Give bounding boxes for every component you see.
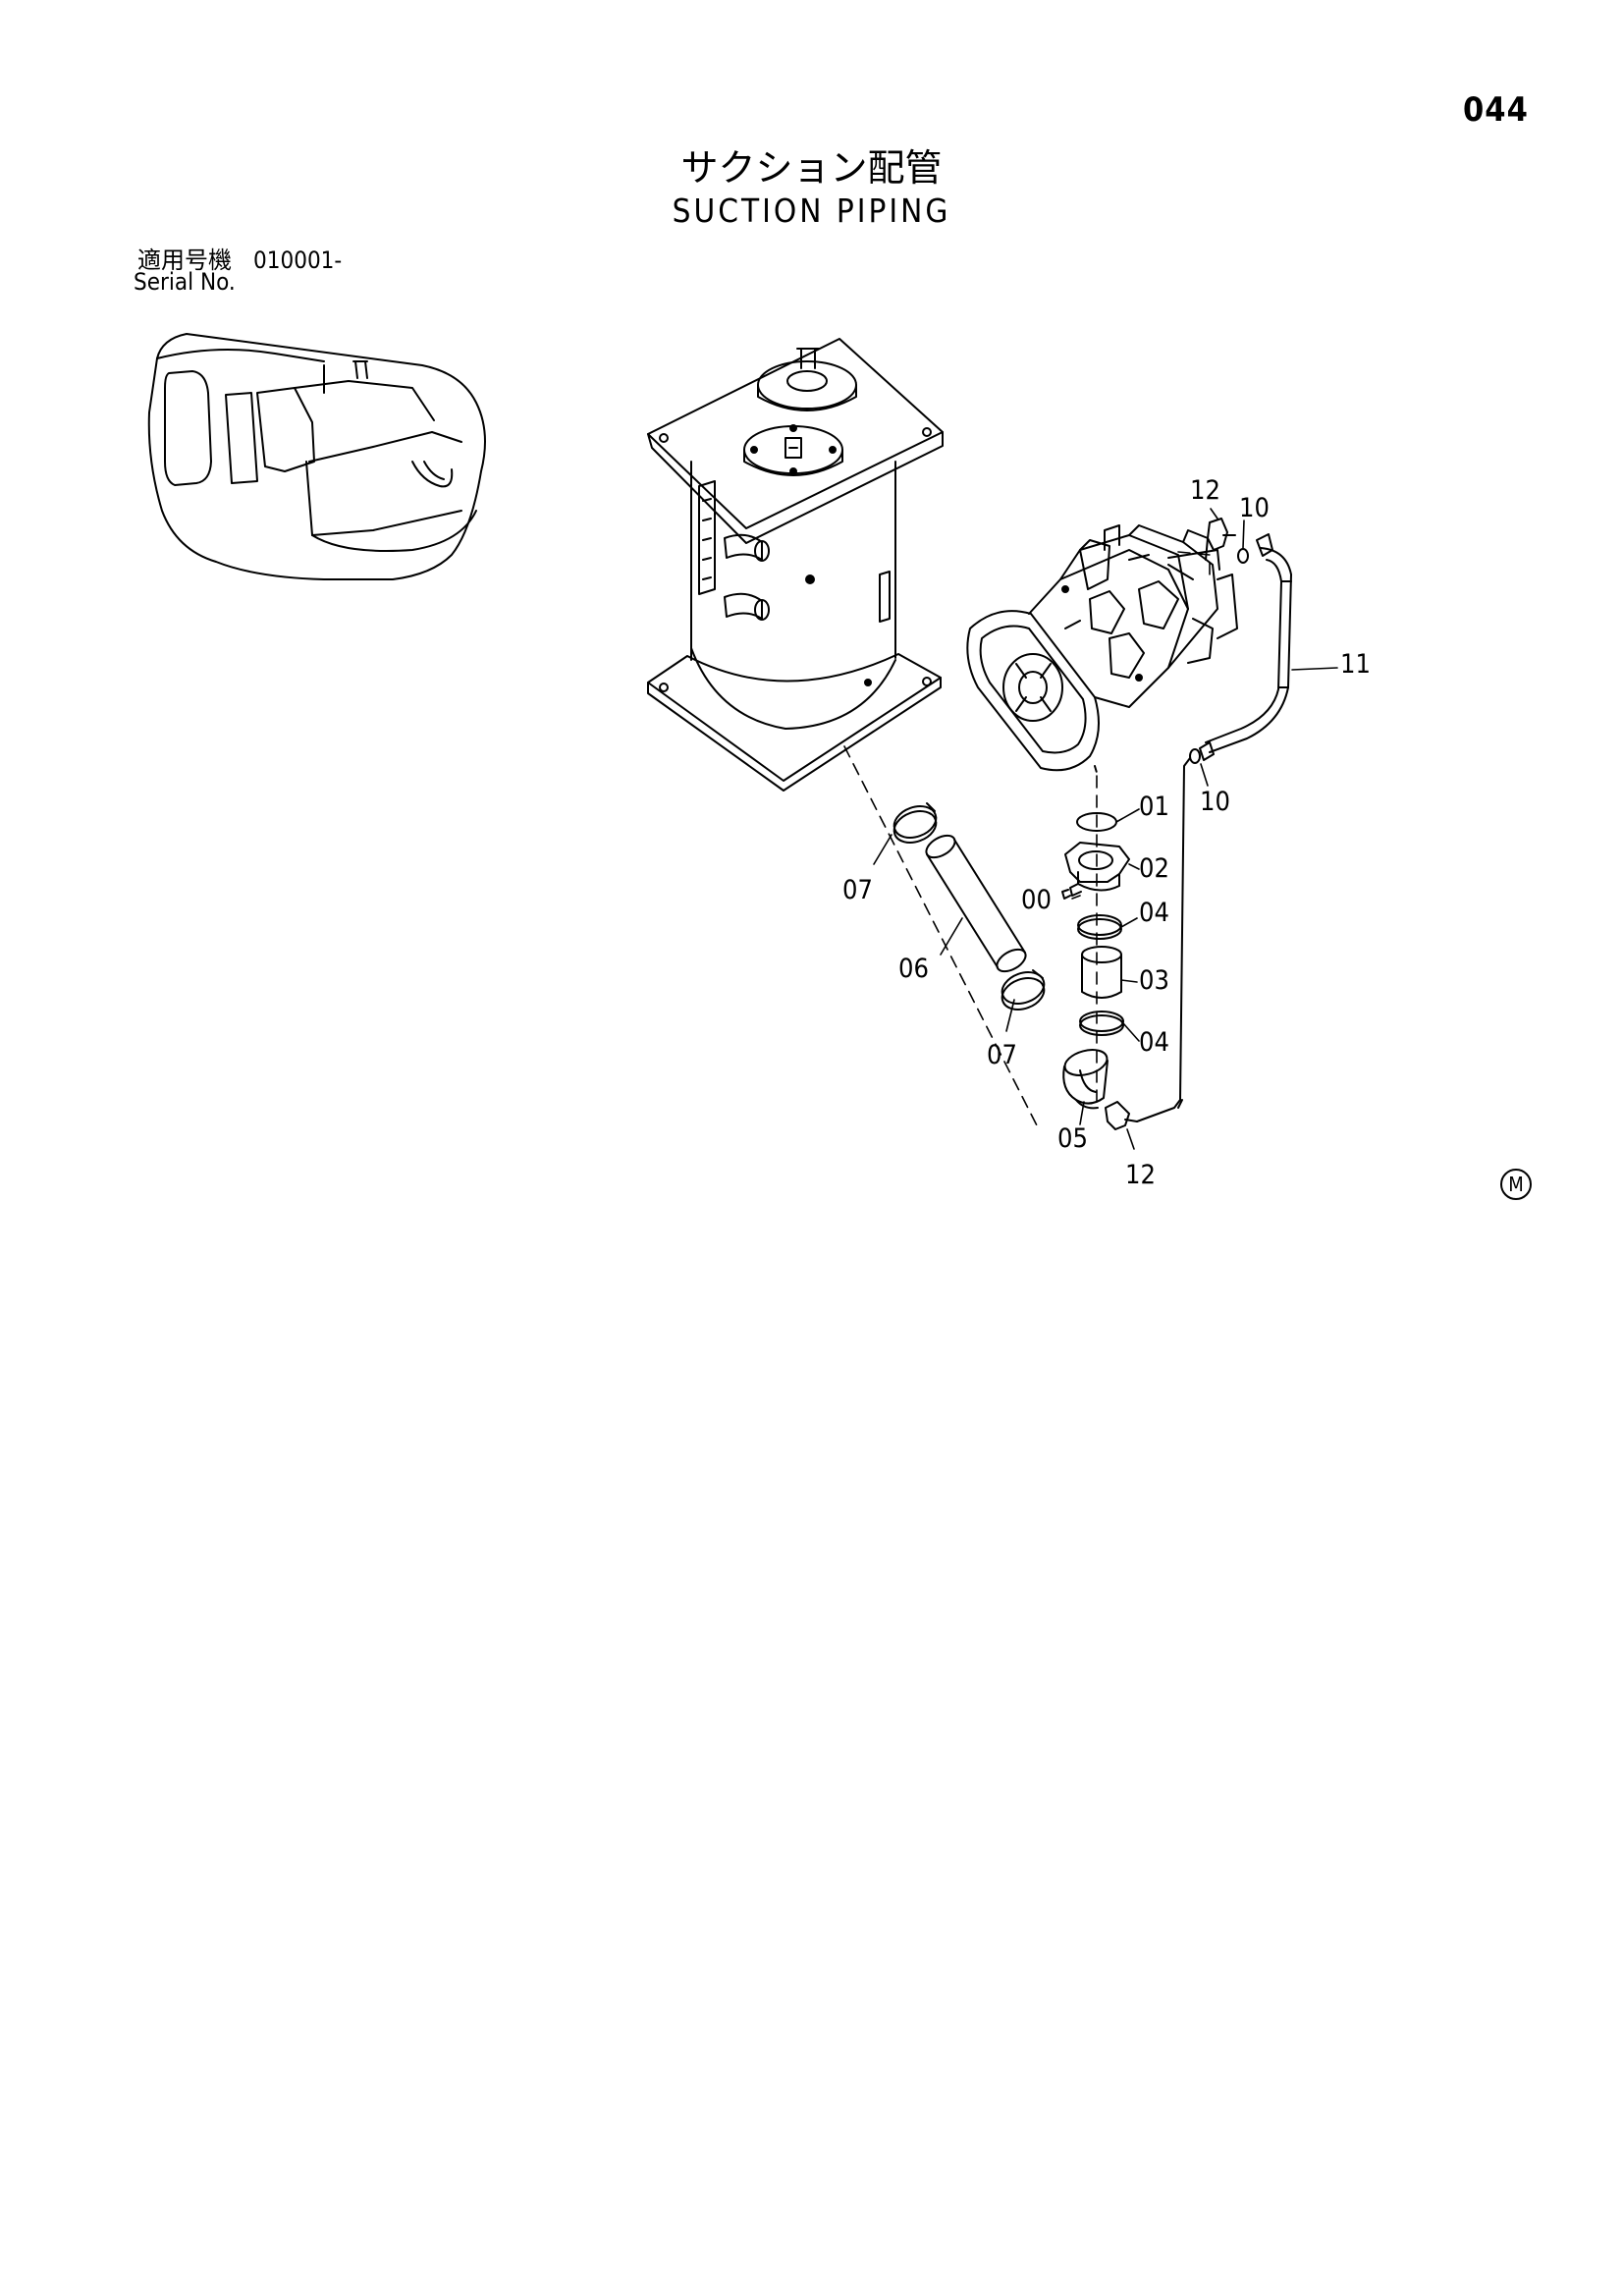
callout-07-lower: 07 (987, 1040, 1017, 1070)
part-10-o-ring-upper (1237, 548, 1249, 564)
part-05-elbow (1062, 1049, 1109, 1110)
callout-05: 05 (1057, 1123, 1088, 1154)
part-12-adapter-lower (1105, 1101, 1138, 1130)
assembly-centerlines (843, 551, 1211, 1130)
callout-01: 01 (1139, 792, 1169, 822)
callout-07-upper: 07 (842, 875, 873, 905)
part-02-flange (1064, 842, 1130, 892)
hydraulic-tank-illustration (647, 338, 944, 792)
callout-12-lower: 12 (1125, 1160, 1156, 1190)
callout-00: 00 (1021, 885, 1052, 915)
serial-code: 010001- (253, 246, 343, 274)
part-03-hose (1081, 946, 1122, 999)
callout-02: 02 (1139, 853, 1169, 884)
part-00-plug (1061, 883, 1082, 900)
part-12-adapter-upper (1207, 518, 1236, 551)
part-07-clamp-lower (1001, 969, 1046, 1011)
part-06-suction-pipe (925, 834, 1027, 973)
part-04-clamp-upper (1077, 914, 1122, 940)
callout-11: 11 (1340, 649, 1371, 680)
page-title-japanese: サクション配管 (680, 146, 943, 190)
callout-03: 03 (1139, 965, 1169, 996)
drain-tube (1136, 757, 1191, 1122)
part-07-clamp-upper (893, 802, 938, 844)
callout-04-upper: 04 (1139, 898, 1169, 928)
leader-lines (873, 508, 1338, 1150)
callout-04-lower: 04 (1139, 1027, 1169, 1058)
part-10-o-ring-lower (1189, 748, 1201, 764)
serial-label-japanese: 適用号機 (137, 246, 232, 274)
callout-labels: 12 10 11 10 01 02 00 04 03 04 05 12 07 0… (842, 475, 1371, 1190)
m-mark-icon: M (1500, 1169, 1532, 1200)
part-04-clamp-lower (1079, 1011, 1124, 1036)
hydraulic-pump-illustration (966, 524, 1238, 777)
page-number: 044 (1463, 90, 1529, 130)
excavator-locator-illustration (147, 333, 486, 580)
callout-10-upper: 10 (1239, 493, 1270, 523)
serial-label-english: Serial No. (134, 268, 236, 296)
callout-10-lower: 10 (1200, 787, 1230, 817)
serial-applicability: 適用号機 010001- (137, 241, 342, 275)
callout-06: 06 (898, 954, 929, 984)
callout-12-upper: 12 (1190, 475, 1220, 506)
part-11-hose (1199, 533, 1292, 761)
page-title-english: SUCTION PIPING (672, 191, 951, 230)
